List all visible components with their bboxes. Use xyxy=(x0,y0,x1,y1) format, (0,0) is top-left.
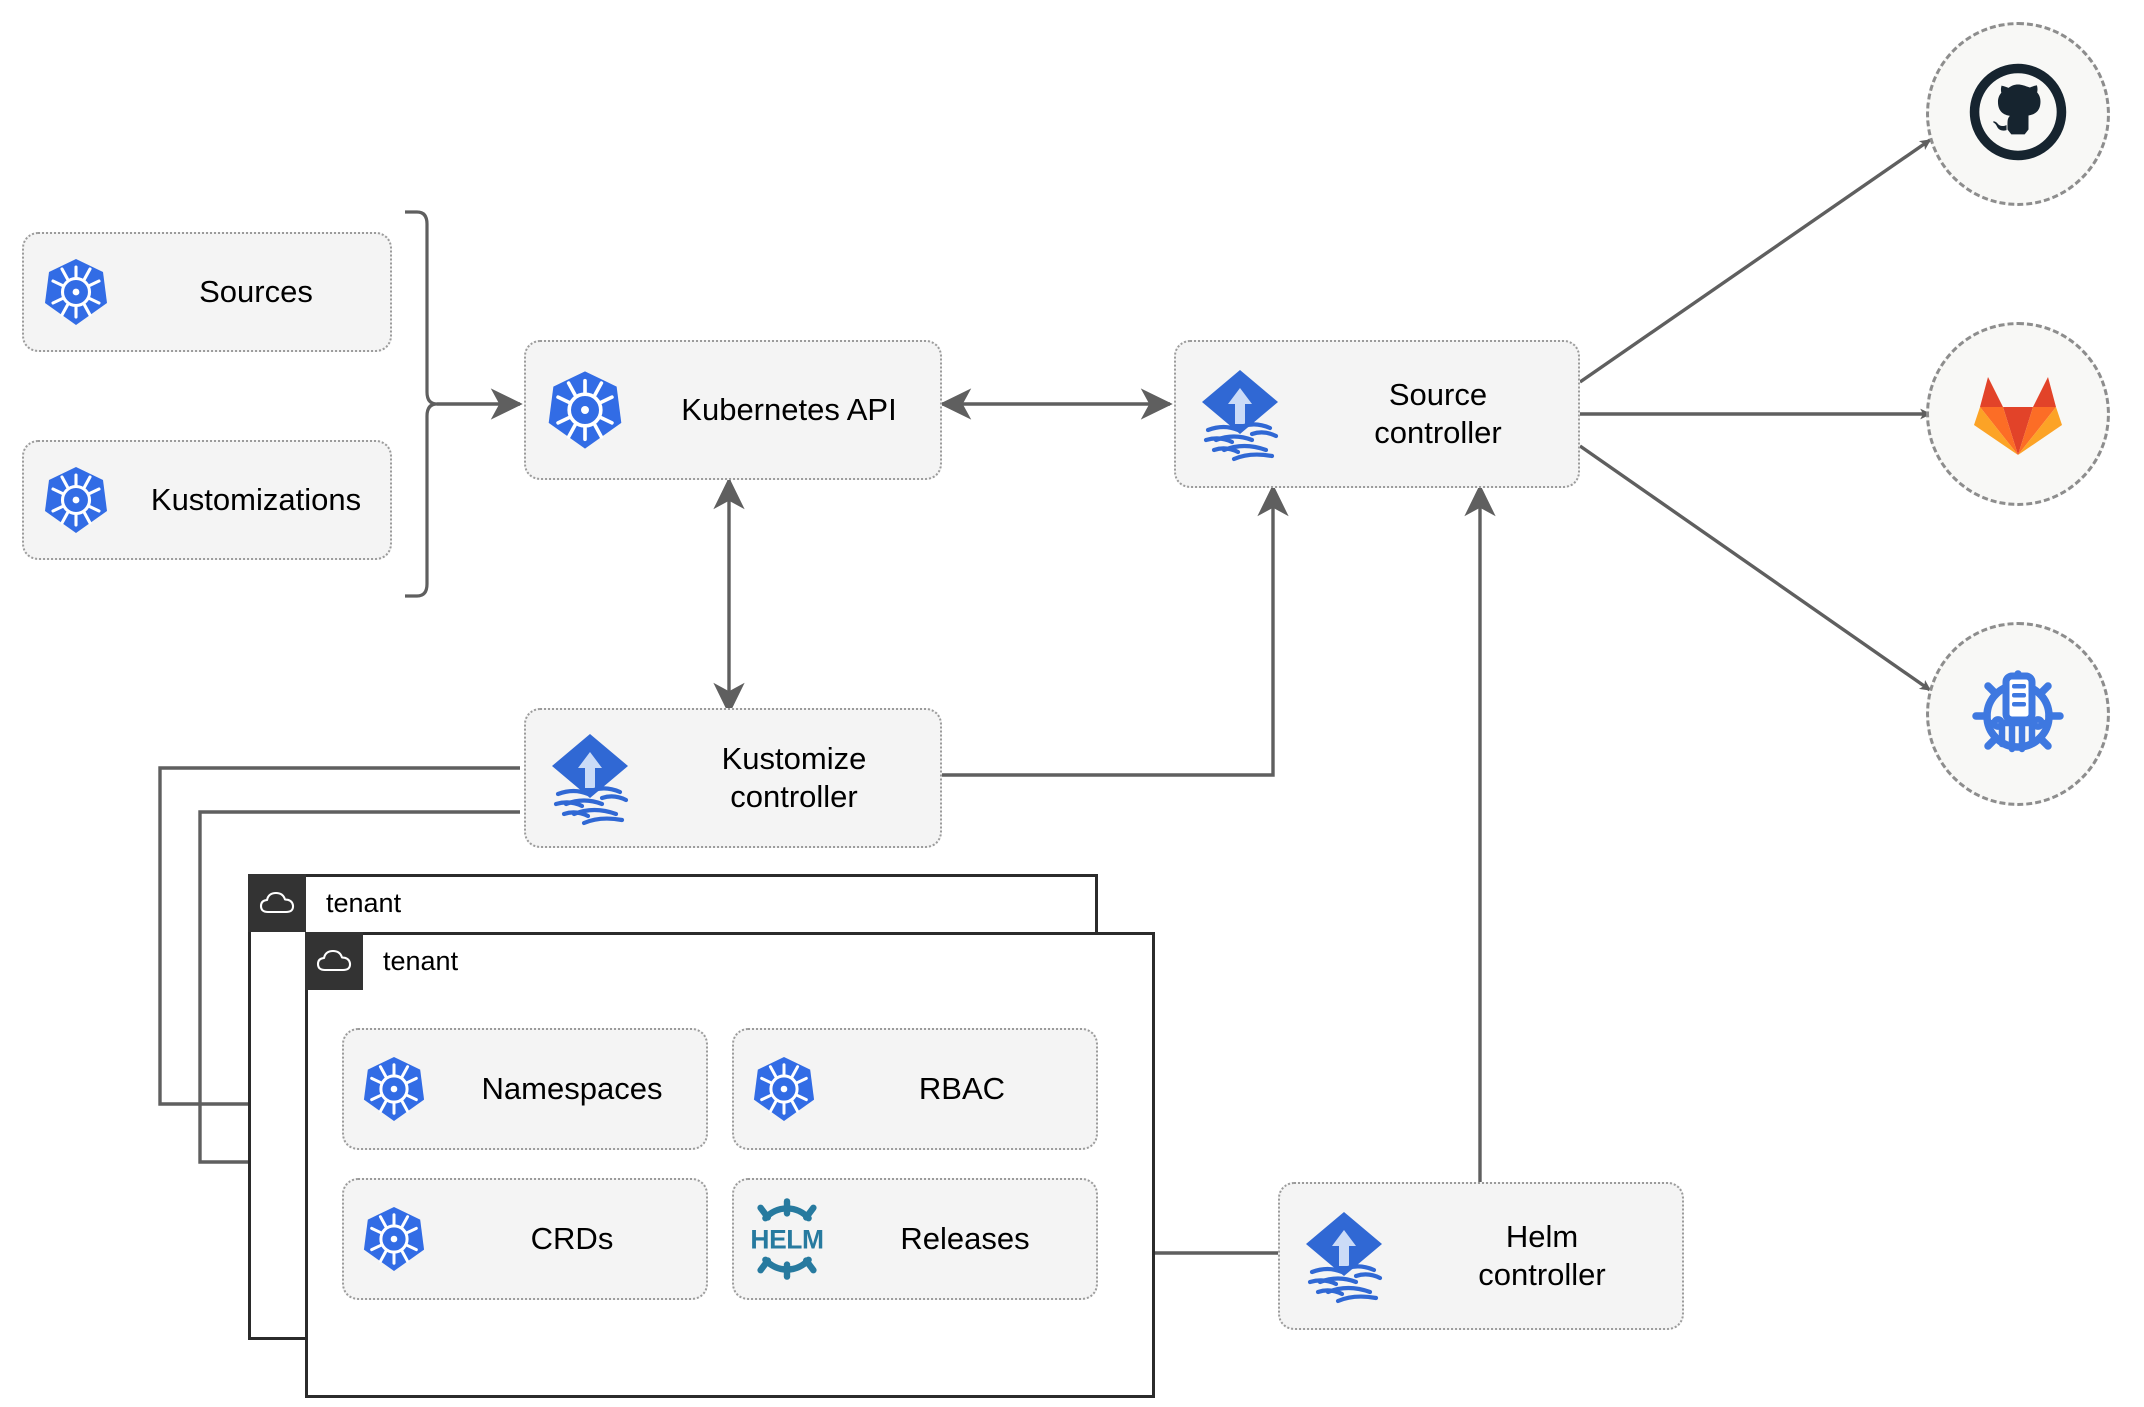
kubernetes-icon xyxy=(24,465,128,535)
node-label: RBAC xyxy=(918,1071,1006,1107)
provider-gitlab[interactable] xyxy=(1926,322,2110,506)
cloud-icon xyxy=(248,874,306,932)
github-icon xyxy=(1965,59,2071,170)
node-kubernetes-api[interactable]: Kubernetes API xyxy=(524,340,942,480)
node-label: Kubernetes API xyxy=(681,392,897,428)
node-label: Releases xyxy=(900,1221,1030,1257)
edge-kustomize-to-source xyxy=(942,484,1289,777)
tenant-header: tenant xyxy=(305,932,458,990)
node-releases[interactable]: HELM Releases xyxy=(732,1178,1098,1300)
node-rbac[interactable]: RBAC xyxy=(732,1028,1098,1150)
node-helm-controller[interactable]: Helm controller xyxy=(1278,1182,1684,1330)
provider-helm-registry[interactable] xyxy=(1926,622,2110,806)
tenant-panel-front[interactable]: tenant xyxy=(305,932,1155,1398)
svg-text:HELM: HELM xyxy=(750,1225,823,1255)
node-kustomizations[interactable]: Kustomizations xyxy=(22,440,392,560)
node-source-controller[interactable]: Source controller xyxy=(1174,340,1580,488)
tenant-label: tenant xyxy=(383,945,459,976)
node-label: CRDs xyxy=(530,1221,614,1257)
kubernetes-icon xyxy=(24,257,128,327)
group-bracket xyxy=(405,210,438,598)
edge-source-to-github xyxy=(1579,138,1932,384)
node-label: Namespaces xyxy=(481,1071,663,1107)
flux-icon xyxy=(1280,1206,1408,1306)
tenant-header: tenant xyxy=(248,874,401,932)
helm-chart-icon xyxy=(1964,658,2072,771)
helm-icon: HELM xyxy=(734,1197,840,1281)
kubernetes-icon xyxy=(344,1055,444,1123)
edge-source-to-helm-registry xyxy=(1579,444,1932,692)
flux-icon xyxy=(526,728,654,828)
node-label: Source controller xyxy=(1374,377,1502,450)
node-sources[interactable]: Sources xyxy=(22,232,392,352)
node-crds[interactable]: CRDs xyxy=(342,1178,708,1300)
node-label: Sources xyxy=(199,274,313,310)
node-kustomize-controller[interactable]: Kustomize controller xyxy=(524,708,942,848)
kubernetes-icon xyxy=(344,1205,444,1273)
kubernetes-icon xyxy=(734,1055,834,1123)
gitlab-icon xyxy=(1966,363,2070,466)
node-label: Helm controller xyxy=(1478,1219,1606,1292)
flux-icon xyxy=(1176,364,1304,464)
tenant-label: tenant xyxy=(326,887,402,918)
kubernetes-icon xyxy=(526,369,644,451)
node-namespaces[interactable]: Namespaces xyxy=(342,1028,708,1150)
node-label: Kustomizations xyxy=(150,482,362,518)
provider-github[interactable] xyxy=(1926,22,2110,206)
cloud-icon xyxy=(305,932,363,990)
node-label: Kustomize controller xyxy=(721,741,867,814)
